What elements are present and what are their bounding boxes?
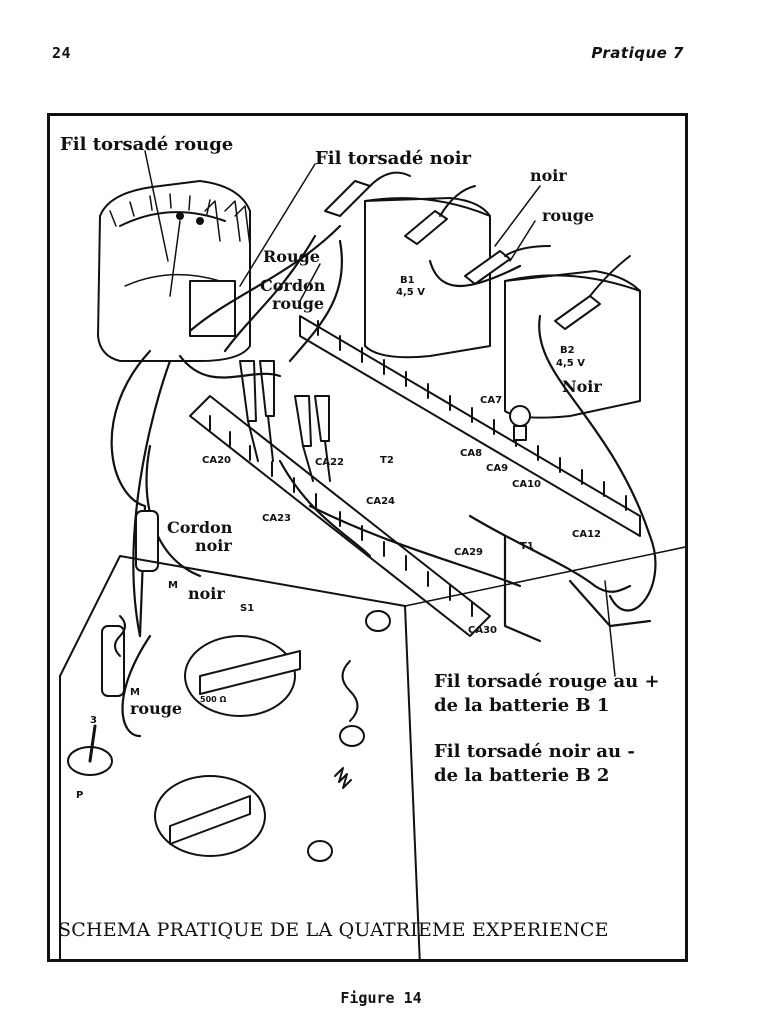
note-1-line-2: de la batterie B 1 (434, 695, 610, 716)
meter-icon (97, 180, 251, 362)
label-fil-torsade-rouge: Fil torsadé rouge (60, 134, 234, 155)
tag-ca20: CA20 (202, 455, 231, 466)
control-panel-icon (59, 546, 685, 959)
tag-m1: M (168, 580, 178, 591)
wiring-illustration (59, 150, 685, 959)
label-rouge-mid: rouge (130, 699, 183, 718)
tag-ca7: CA7 (480, 395, 503, 406)
label-cordon-noir-1: Cordon (167, 518, 233, 537)
tag-t2: T2 (380, 455, 394, 466)
tag-ca9: CA9 (486, 463, 509, 474)
tag-ca24: CA24 (366, 496, 395, 507)
tag-ca10: CA10 (512, 479, 541, 490)
tag-s1: S1 (240, 603, 255, 614)
label-noir-b2: Noir (562, 377, 602, 396)
tag-b2: B2 (560, 345, 575, 356)
leader-lines (144, 150, 616, 677)
terminal-strip-icon (189, 315, 641, 637)
label-fil-torsade-noir: Fil torsadé noir (315, 148, 472, 169)
note-1-line-1: Fil torsadé rouge au + (434, 671, 660, 692)
tag-ca29: CA29 (454, 547, 483, 558)
label-rouge-top: rouge (542, 206, 595, 225)
label-cordon-noir-2: noir (195, 536, 232, 555)
figure-caption: Figure 14 (340, 989, 422, 1007)
tag-ca23: CA23 (262, 513, 291, 524)
tag-ca30: CA30 (468, 625, 497, 636)
label-cordon-rouge-1: Cordon (260, 276, 326, 295)
label-noir-top: noir (530, 166, 567, 185)
banana-plug-icons (101, 510, 159, 697)
label-cordon-rouge-2: rouge (272, 294, 325, 313)
clip-icons (324, 171, 631, 330)
tag-s3: 3 (90, 715, 97, 726)
tag-ohm: 500 Ω (200, 695, 227, 704)
tag-b2-voltage: 4,5 V (556, 358, 585, 369)
tag-b1: B1 (400, 275, 415, 286)
tag-b1-voltage: 4,5 V (396, 287, 425, 298)
tag-m2: M (130, 687, 140, 698)
page-number: 24 (52, 44, 72, 62)
tag-t1: T1 (520, 541, 534, 552)
battery-b1-icon (364, 197, 491, 359)
tag-ca8: CA8 (460, 448, 483, 459)
wires (110, 224, 657, 738)
tag-ca12: CA12 (572, 529, 601, 540)
label-noir-mid: noir (188, 584, 225, 603)
note-2-line-2: de la batterie B 2 (434, 765, 610, 786)
diagram-caption: SCHEMA PRATIQUE DE LA QUATRIEME EXPERIEN… (58, 919, 609, 941)
tag-ca22: CA22 (315, 457, 344, 468)
diagram-frame: Fil torsadé rouge Fil torsadé noir noir … (47, 113, 688, 962)
note-2-line-1: Fil torsadé noir au - (434, 741, 635, 762)
tag-p: P (76, 790, 84, 801)
label-rouge-cap: Rouge (263, 247, 320, 266)
running-title: Pratique 7 (591, 44, 684, 62)
lamp-icon (509, 405, 531, 441)
